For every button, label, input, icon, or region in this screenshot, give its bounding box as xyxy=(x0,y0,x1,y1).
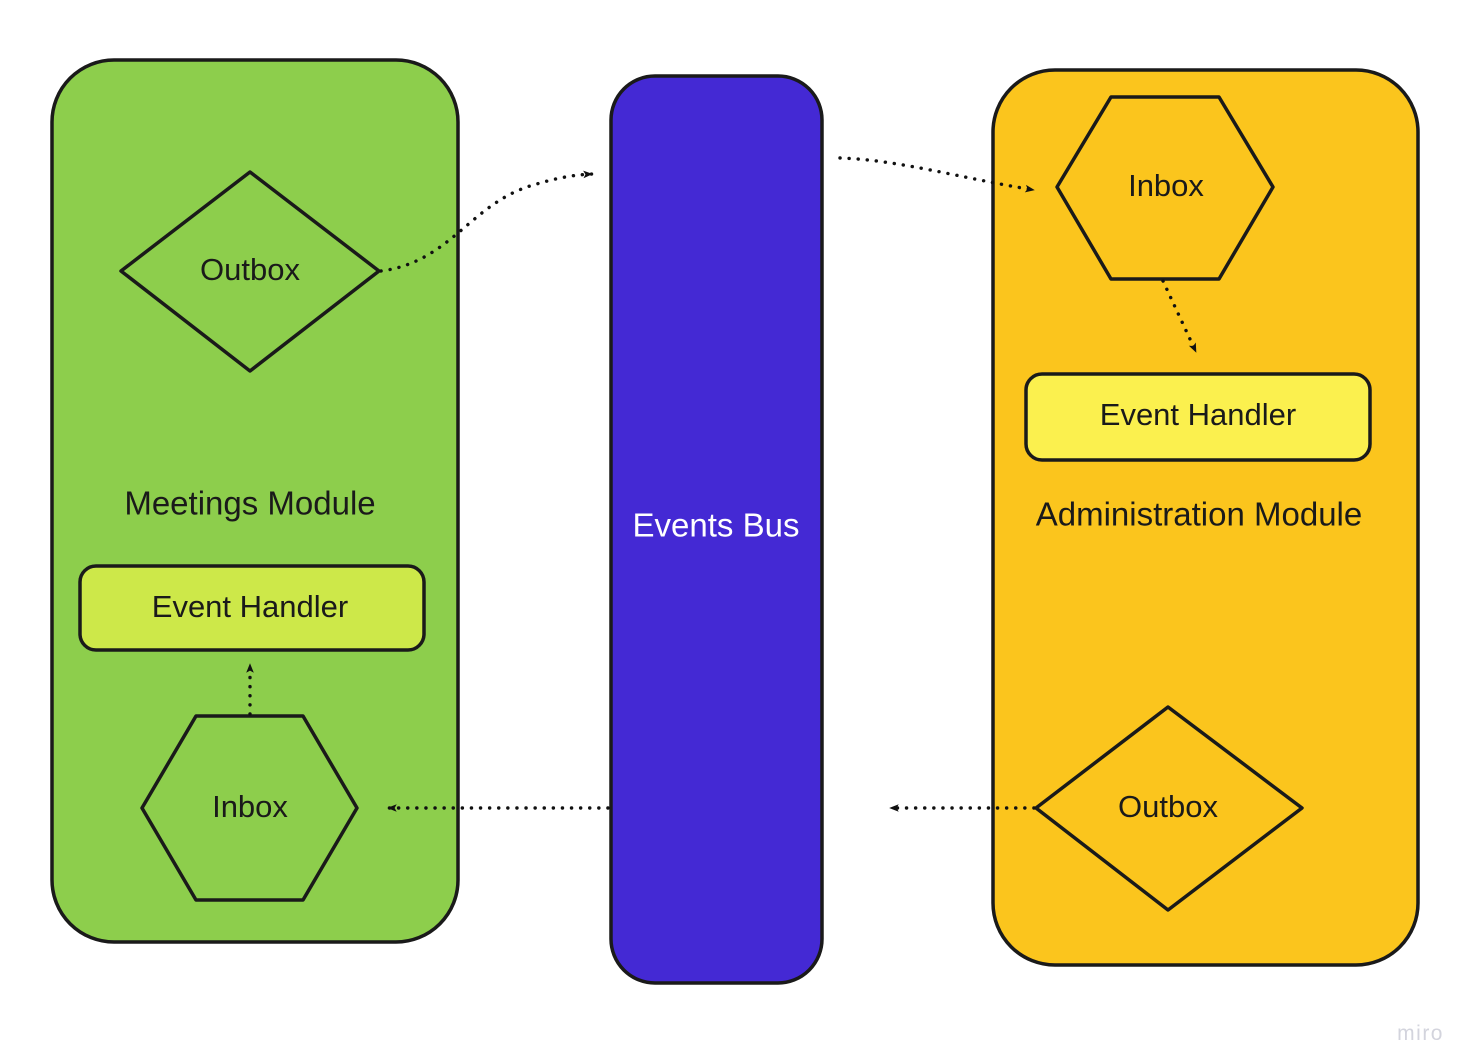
administration-event-handler-node[interactable]: Event Handler xyxy=(1024,372,1372,462)
meetings-event-handler-label: Event Handler xyxy=(152,589,348,624)
diamond-shape-icon[interactable] xyxy=(1034,705,1304,912)
module-meetings[interactable]: Outbox Meetings Module Event Handler Inb… xyxy=(50,58,460,944)
administration-module-body[interactable] xyxy=(991,68,1420,967)
miro-watermark: miro xyxy=(1397,1022,1444,1045)
meetings-inbox-node[interactable]: Inbox xyxy=(140,714,359,902)
administration-inbox-label: Inbox xyxy=(1128,168,1204,203)
hexagon-shape-icon[interactable] xyxy=(1055,95,1275,281)
administration-inbox-node[interactable]: Inbox xyxy=(1055,95,1275,281)
connector-meetings-outbox-to-bus xyxy=(379,170,594,273)
connector-administration-inbox-to-handler xyxy=(1161,279,1198,354)
meetings-outbox-label: Outbox xyxy=(200,252,300,287)
module-administration[interactable]: Inbox Event Handler Administration Modul… xyxy=(991,68,1420,967)
events-bus-title: Events Bus xyxy=(633,507,800,544)
rounded-rect-shape-icon[interactable] xyxy=(1024,372,1372,462)
administration-event-handler-label: Event Handler xyxy=(1100,397,1296,432)
administration-outbox-label: Outbox xyxy=(1118,789,1218,824)
hexagon-shape-icon[interactable] xyxy=(140,714,359,902)
meetings-inbox-label: Inbox xyxy=(212,789,288,824)
administration-module-title: Administration Module xyxy=(1036,496,1363,533)
module-events-bus[interactable]: Events Bus xyxy=(609,74,824,985)
diamond-shape-icon[interactable] xyxy=(119,170,381,373)
connector-bus-to-administration-inbox xyxy=(838,156,1036,193)
meetings-module-title: Meetings Module xyxy=(124,485,375,522)
events-bus-body[interactable] xyxy=(609,74,824,985)
meetings-outbox-node[interactable]: Outbox xyxy=(119,170,381,373)
meetings-event-handler-node[interactable]: Event Handler xyxy=(78,564,426,652)
administration-outbox-node[interactable]: Outbox xyxy=(1034,705,1304,912)
rounded-rect-shape-icon[interactable] xyxy=(78,564,426,652)
